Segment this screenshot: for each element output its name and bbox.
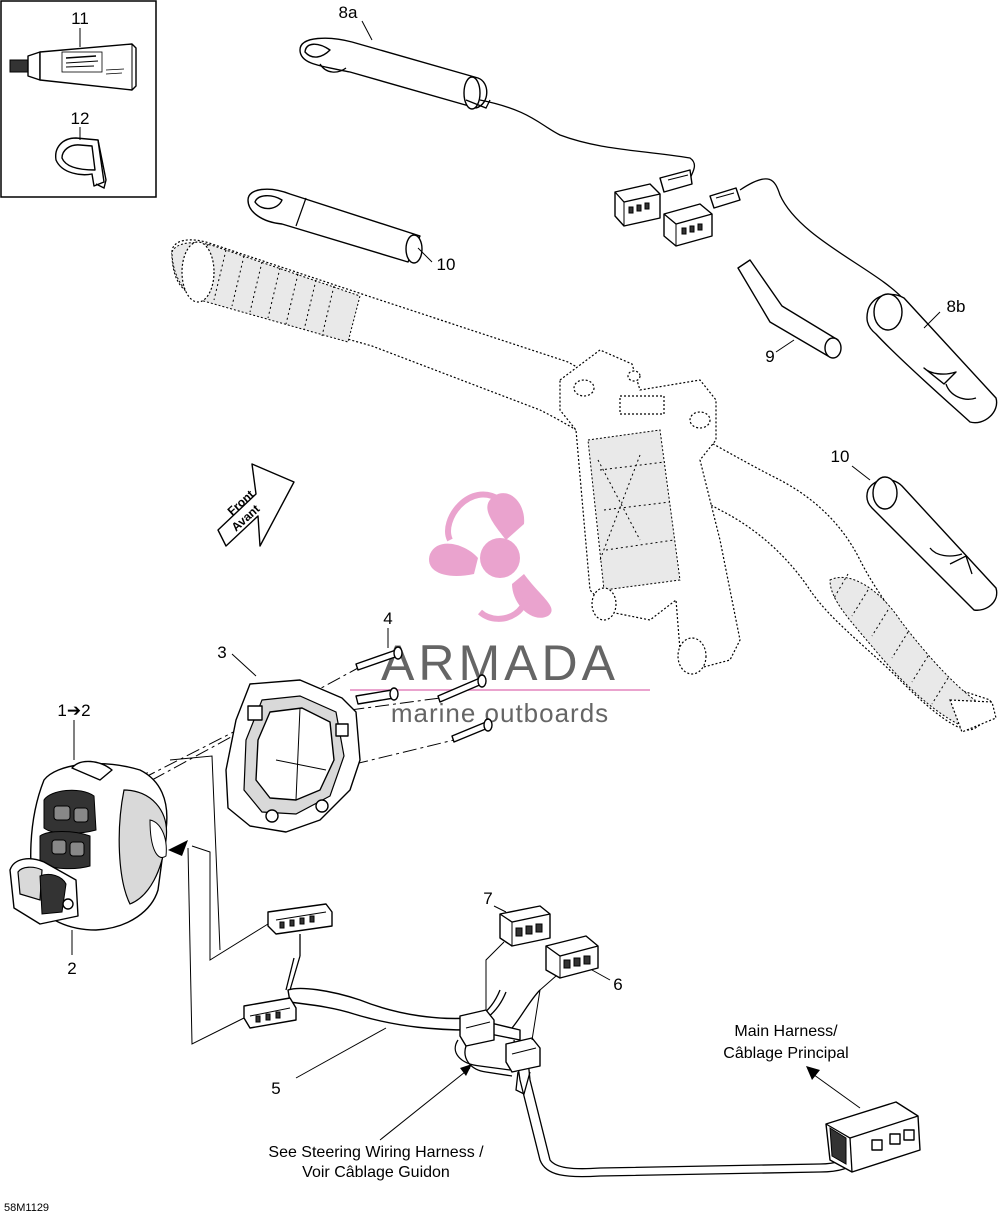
switch-assembly-1-2 xyxy=(9,760,168,931)
callout-8a: 8a xyxy=(339,3,358,22)
callout-4: 4 xyxy=(383,609,392,628)
steering-note-fr: Voir Câblage Guidon xyxy=(302,1164,450,1181)
connector-6 xyxy=(545,935,599,979)
callout-8b: 8b xyxy=(947,297,966,316)
main-harness-connector xyxy=(825,1101,921,1173)
grip-8b-wire xyxy=(739,178,907,303)
callout-2: 2 xyxy=(67,959,76,978)
connector-7 xyxy=(499,905,551,947)
main-harness-label-en: Main Harness/ xyxy=(734,1023,838,1040)
tube-9 xyxy=(737,259,842,359)
callout-10-right: 10 xyxy=(831,447,850,466)
steering-note-en: See Steering Wiring Harness / xyxy=(268,1144,484,1161)
front-arrow: Front Avant xyxy=(217,463,295,547)
grip-sleeve-10-top xyxy=(247,188,423,264)
callout-7: 7 xyxy=(483,889,492,908)
callout-3: 3 xyxy=(217,643,226,662)
grip-connector-right xyxy=(663,187,741,247)
harness-connector-lower xyxy=(243,997,297,1029)
armada-watermark: ARMADA marine outboards xyxy=(350,491,650,728)
grip-sleeve-10-right xyxy=(866,476,998,611)
callout-5: 5 xyxy=(271,1079,280,1098)
grip-8a-wire xyxy=(479,99,696,181)
heated-grip-8a xyxy=(299,37,491,110)
end-clip xyxy=(55,137,107,190)
callout-12: 12 xyxy=(71,109,90,128)
inset-box xyxy=(0,0,157,198)
watermark-brand: ARMADA xyxy=(381,635,619,691)
callout-9: 9 xyxy=(765,347,774,366)
callout-6: 6 xyxy=(613,975,622,994)
grease-tube xyxy=(9,43,137,91)
handlebar-phantom xyxy=(171,239,997,733)
switch-housing-3 xyxy=(225,679,361,833)
harness-connector-upper xyxy=(267,903,333,956)
grip-connector-left xyxy=(614,169,693,227)
main-harness-label-fr: Câblage Principal xyxy=(723,1045,848,1062)
callout-10-top: 10 xyxy=(437,255,456,274)
harness-connector-pair xyxy=(454,1009,541,1095)
watermark-tagline: marine outboards xyxy=(391,698,609,728)
callout-1-to-2: 1➔2 xyxy=(57,701,90,720)
heated-grip-8b xyxy=(866,293,998,424)
figure-code: 58M1129 xyxy=(4,1202,49,1214)
callout-11: 11 xyxy=(71,9,89,28)
